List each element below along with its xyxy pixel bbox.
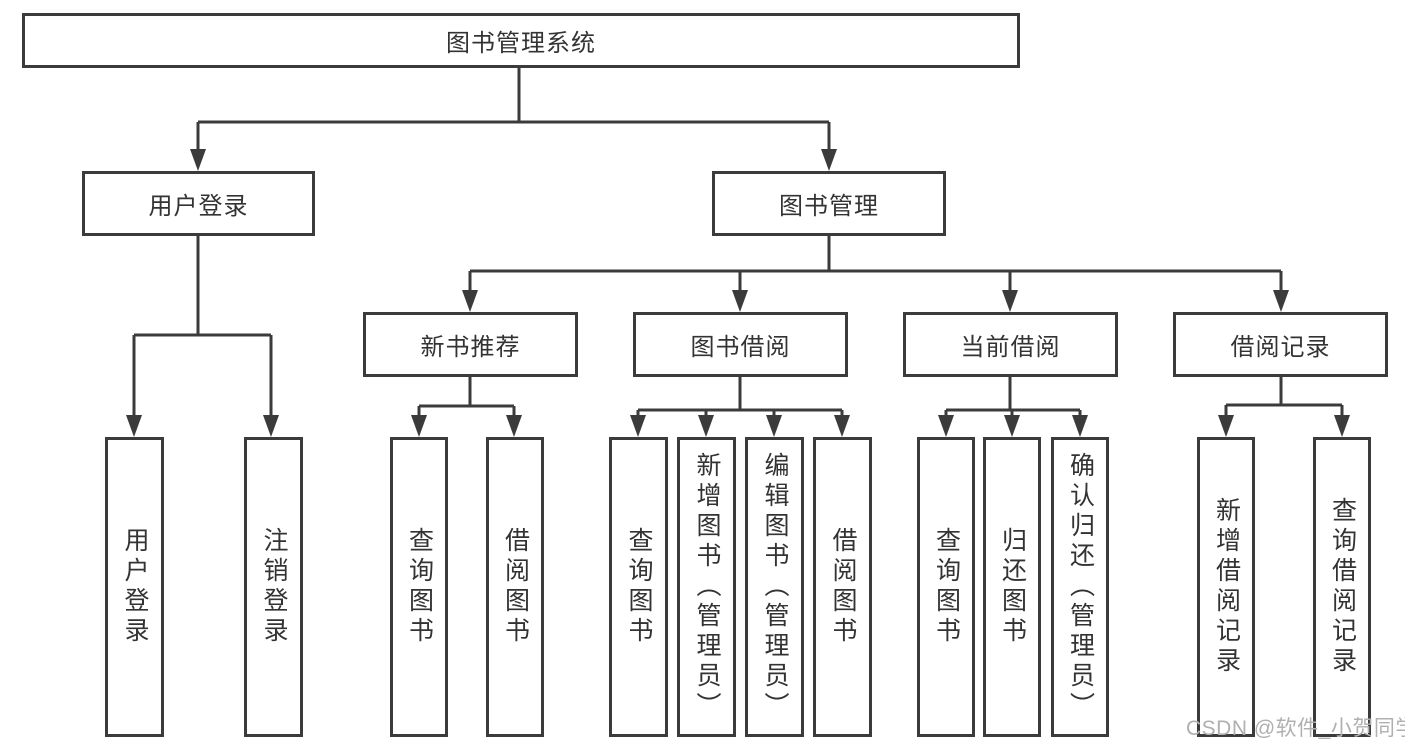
connector-current-borrowing-children xyxy=(938,377,1088,437)
node-user-login-label: 用户登录 xyxy=(148,193,249,220)
leaf-borrow-books-recommend-label: 借阅图书 xyxy=(501,527,530,647)
node-user-login: 用户登录 xyxy=(82,171,315,236)
connector-root-to-level2 xyxy=(190,68,837,171)
leaf-logout: 注销登录 xyxy=(244,437,303,737)
node-book-borrowing: 图书借阅 xyxy=(633,312,848,377)
connector-user-login-children xyxy=(126,236,279,437)
root-node-label: 图书管理系统 xyxy=(446,30,596,57)
connector-borrowing-records-children xyxy=(1218,377,1350,437)
node-new-book-recommendation-label: 新书推荐 xyxy=(420,334,521,361)
leaf-add-book-admin: 新增图书（管理员） xyxy=(677,437,736,737)
node-book-borrowing-label: 图书借阅 xyxy=(690,334,791,361)
leaf-add-book-admin-label: 新增图书（管理员） xyxy=(693,452,721,722)
leaf-confirm-return-admin-label: 确认归还（管理员） xyxy=(1066,452,1095,722)
leaf-query-borrow-record: 查询借阅记录 xyxy=(1313,437,1371,737)
leaf-query-books-borrowing: 查询图书 xyxy=(609,437,668,737)
node-book-management: 图书管理 xyxy=(712,171,946,236)
connector-book-borrowing-children xyxy=(630,377,850,437)
leaf-confirm-return-admin: 确认归还（管理员） xyxy=(1051,437,1109,737)
leaf-query-borrow-record-label: 查询借阅记录 xyxy=(1328,497,1357,677)
leaf-edit-book-admin-label: 编辑图书（管理员） xyxy=(761,452,789,722)
leaf-query-books-borrowing-label: 查询图书 xyxy=(625,527,653,647)
leaf-user-login: 用户登录 xyxy=(105,437,164,737)
leaf-logout-label: 注销登录 xyxy=(260,527,288,647)
node-book-management-label: 图书管理 xyxy=(779,193,879,220)
connector-new-book-recommendation-children xyxy=(411,377,522,437)
leaf-query-books-current: 查询图书 xyxy=(917,437,975,737)
leaf-edit-book-admin: 编辑图书（管理员） xyxy=(745,437,804,737)
node-borrowing-records-label: 借阅记录 xyxy=(1230,334,1331,361)
leaf-borrow-books-recommend: 借阅图书 xyxy=(486,437,544,737)
node-current-borrowing-label: 当前借阅 xyxy=(960,334,1061,361)
node-borrowing-records: 借阅记录 xyxy=(1173,312,1388,377)
leaf-query-books-current-label: 查询图书 xyxy=(932,527,961,647)
leaf-borrow-books-borrowing-label: 借阅图书 xyxy=(829,527,857,647)
leaf-add-borrow-record-label: 新增借阅记录 xyxy=(1212,497,1241,677)
leaf-query-books-recommend-label: 查询图书 xyxy=(405,527,434,647)
leaf-add-borrow-record: 新增借阅记录 xyxy=(1197,437,1255,737)
leaf-return-books-label: 归还图书 xyxy=(998,527,1027,647)
csdn-watermark: CSDN @软件_小贺同学 xyxy=(1186,717,1405,740)
node-new-book-recommendation: 新书推荐 xyxy=(363,312,578,377)
leaf-return-books: 归还图书 xyxy=(983,437,1041,737)
node-current-borrowing: 当前借阅 xyxy=(903,312,1118,377)
root-node-library-management-system: 图书管理系统 xyxy=(22,13,1020,68)
leaf-borrow-books-borrowing: 借阅图书 xyxy=(813,437,872,737)
leaf-user-login-label: 用户登录 xyxy=(121,527,149,647)
leaf-query-books-recommend: 查询图书 xyxy=(390,437,448,737)
connector-book-management-children xyxy=(462,236,1289,312)
